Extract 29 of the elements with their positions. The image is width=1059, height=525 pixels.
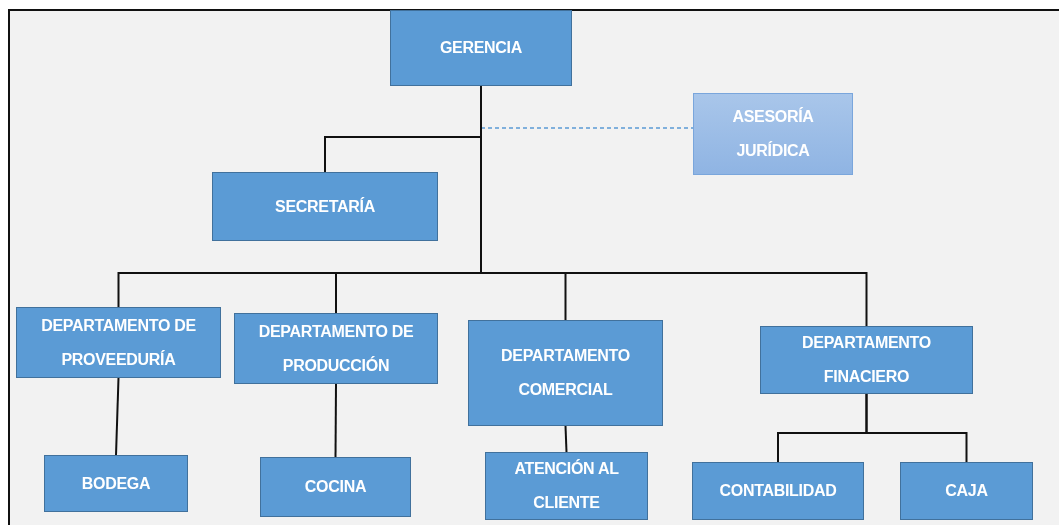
org-box	[900, 462, 1033, 520]
org-box	[16, 307, 221, 378]
org-box	[44, 455, 188, 512]
box-label: DEPARTAMENTO DE PRODUCCIÓN	[257, 321, 415, 376]
box-label: ASESORÍA JURÍDICA	[731, 106, 815, 161]
connector-line	[334, 383, 337, 458]
org-box	[485, 452, 648, 520]
org-box	[212, 172, 438, 241]
dashed-connector	[480, 127, 694, 129]
box-label: GERENCIA	[439, 38, 523, 58]
box-label: BODEGA	[81, 473, 151, 494]
connector-line	[115, 377, 120, 456]
box-label: DEPARTAMENTO COMERCIAL	[500, 346, 631, 400]
box-label: DEPARTAMENTO DE PROVEEDURÍA	[40, 315, 197, 370]
box-label: CONTABILIDAD	[719, 481, 837, 501]
org-box	[760, 326, 973, 394]
org-box	[692, 462, 864, 520]
box-label: ATENCIÓN AL CLIENTE	[513, 458, 620, 513]
box-label: COCINA	[304, 477, 367, 497]
org-box	[468, 320, 663, 426]
box-label: SECRETARÍA	[275, 196, 375, 217]
org-box	[260, 457, 411, 517]
connector-line	[865, 393, 968, 463]
connector-line	[564, 425, 568, 453]
org-box	[390, 10, 572, 86]
advisory-box	[693, 93, 853, 175]
org-box	[234, 313, 438, 384]
box-label: CAJA	[945, 481, 988, 501]
box-label: DEPARTAMENTO FINACIERO	[801, 333, 932, 387]
